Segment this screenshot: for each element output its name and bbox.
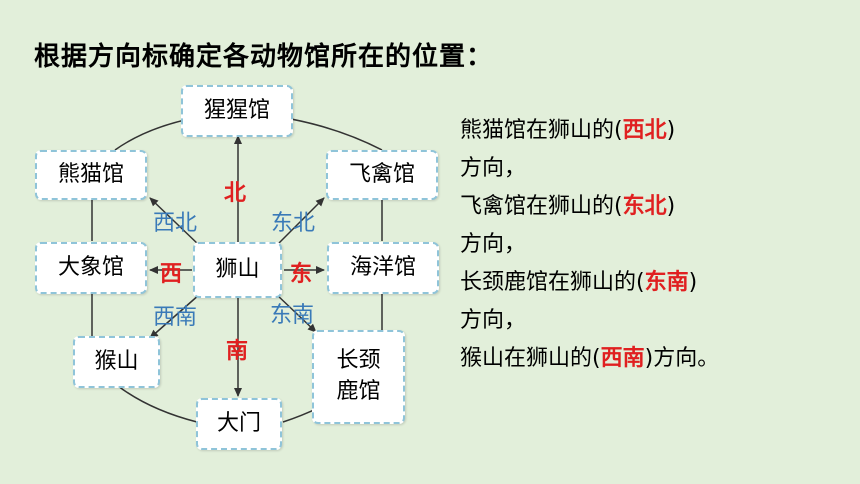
qa-text-segment: 方向， [460,156,527,181]
node-panda: 熊猫馆 [35,150,147,200]
node-elephant: 大象馆 [35,242,147,294]
qa-text-segment: 方向， [460,232,527,257]
qa-answer: 东北 [622,194,667,219]
qa-line: 长颈鹿馆在狮山的(东南) [460,270,698,295]
label-southeast: 东南 [270,303,315,328]
node-giraffe-line1: 长颈 [336,348,381,374]
qa-text-segment: 熊猫馆在狮山的 [460,118,615,143]
label-east: 东 [290,262,313,287]
label-southwest: 西南 [153,305,198,330]
label-west: 西 [160,262,183,287]
qa-line: 方向， [460,302,852,340]
qa-line: 方向， [460,150,852,188]
qa-line: 猴山在狮山的(西南)方向。 [460,346,720,371]
node-giraffe: 长颈 鹿馆 [312,330,405,424]
node-giraffe-line2: 鹿馆 [336,379,381,404]
qa-line: 飞禽馆在狮山的(东北) [460,194,676,219]
arrow-southwest [149,293,201,339]
qa-text-segment: 方向。 [653,346,720,371]
label-northeast: 东北 [271,211,316,236]
arrow-southeast [275,293,317,333]
label-northwest: 西北 [153,211,198,236]
qa-line: 方向， [460,226,852,264]
node-lion: 狮山 [193,242,282,298]
qa-text-segment: 方向， [460,308,527,333]
qa-line: 熊猫馆在狮山的(西北) [460,118,676,143]
direction-arrows [149,135,325,397]
qa-text-segment: 飞禽馆在狮山的 [460,194,615,219]
label-south: 南 [226,339,249,364]
arrow-northwest [149,197,201,247]
node-orangutan: 猩猩馆 [181,85,293,137]
qa-answer: 东南 [644,270,689,295]
node-gate: 大门 [196,398,282,450]
arrow-northeast [275,197,325,247]
qa-answer: 西南 [600,346,645,371]
qa-answer: 西北 [622,118,667,143]
qa-text-segment: 猴山在狮山的 [460,346,593,371]
qa-text: 熊猫馆在狮山的(西北) 方向， 飞禽馆在狮山的(东北) 方向， 长颈鹿馆在狮山的… [460,112,852,378]
label-north: 北 [224,181,247,206]
node-ocean: 海洋馆 [327,242,439,294]
qa-text-segment: 长颈鹿馆在狮山的 [460,270,637,295]
node-monkey: 猴山 [73,336,160,388]
node-birds: 飞禽馆 [326,150,438,200]
page-title: 根据方向标确定各动物馆所在的位置： [34,42,494,72]
